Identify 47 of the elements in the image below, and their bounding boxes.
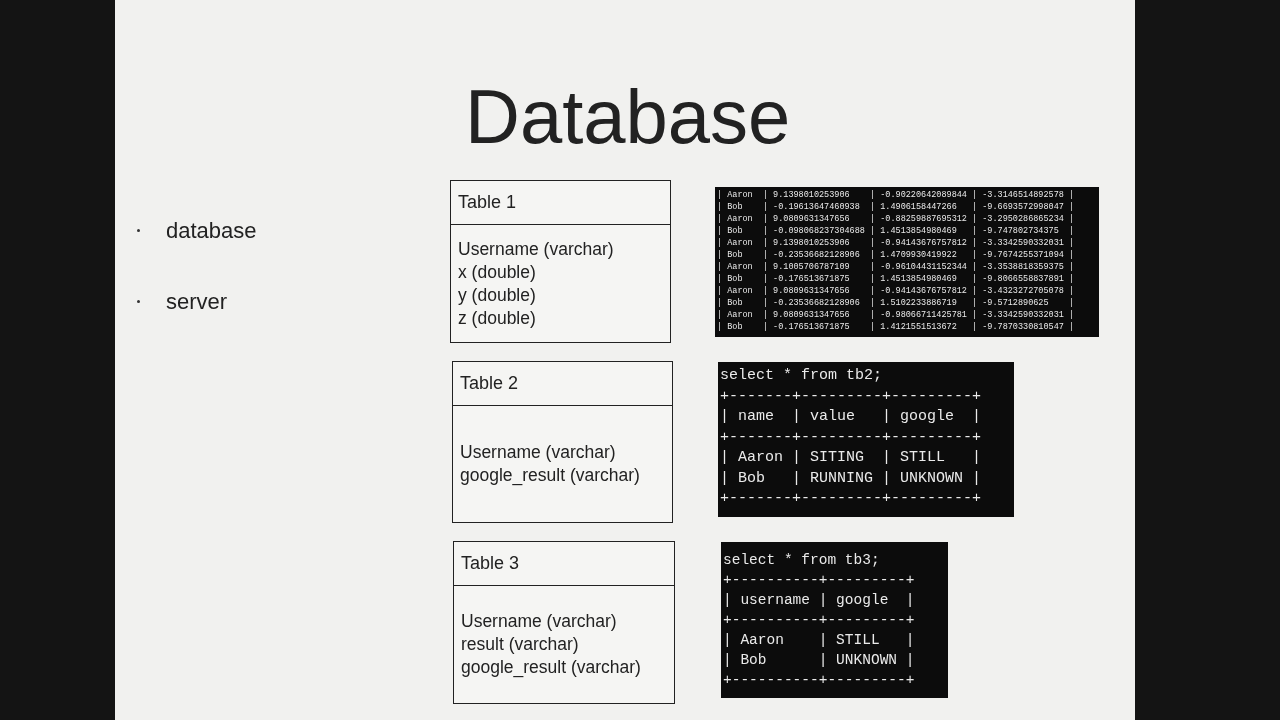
terminal-output: [718, 362, 1014, 517]
terminal-line: | Aaron | 9.0809631347656 | -0.98066711425781 | -3.3342590332031 |: [717, 309, 1075, 321]
terminal-output: [715, 187, 1099, 337]
terminal-line: | Bob | UNKNOWN |: [723, 651, 915, 670]
terminal-line: | Aaron | 9.0809631347656 | -0.88259887695312 | -3.2950286865234 |: [717, 213, 1075, 225]
terminal-line: | Bob | -0.23536682128906 | 1.4709930419922 | -9.7674255371094 |: [717, 249, 1075, 261]
terminal-line: | Aaron | 9.1005706787109 | -0.96104431152344 | -3.3538818359375 |: [717, 261, 1075, 273]
terminal-line: +-------+---------+---------+: [720, 489, 982, 509]
terminal-line: | Bob | RUNNING | UNKNOWN |: [720, 468, 982, 489]
column-definition: result (varchar): [461, 633, 580, 656]
table-box: [452, 361, 673, 523]
table-heading: Table 1: [458, 191, 517, 214]
column-definition: y (double): [458, 283, 537, 307]
terminal-line: | username | google |: [723, 591, 915, 610]
terminal-line: | Aaron | 9.1398010253906 | -0.90220642089844 | -3.3146514892578 |: [717, 189, 1075, 201]
terminal-line: | name | value | google |: [720, 407, 982, 427]
terminal-line: | Aaron | 9.0809631347656 | -0.94143676757812 | -3.4323272705078 |: [717, 285, 1075, 297]
terminal-line: +-------+---------+---------+: [720, 427, 982, 448]
terminal-line: select * from tb2;: [720, 366, 883, 386]
column-definition: Username (varchar): [460, 441, 617, 464]
terminal-line: | Aaron | STILL |: [723, 631, 915, 650]
terminal-line: | Bob | -0.098068237304688 | 1.4513854980469 | -9.747802734375 |: [717, 225, 1075, 237]
terminal-output: [721, 542, 948, 698]
terminal-line: | Aaron | 9.1398010253906 | -0.94143676757812 | -3.3342590332031 |: [717, 237, 1075, 249]
column-definition: x (double): [458, 260, 537, 284]
terminal-line: | Aaron | SITING | STILL |: [720, 448, 982, 468]
table-heading: Table 3: [461, 552, 520, 575]
terminal-line: | Bob | -0.23536682128906 | 1.5102233886719 | -9.5712890625 |: [717, 297, 1075, 309]
table-heading: Table 2: [460, 372, 519, 395]
terminal-line: +----------+---------+: [723, 671, 915, 690]
terminal-line: | Bob | -0.176513671875 | 1.4121551513672 | -9.7870330810547 |: [717, 321, 1075, 333]
terminal-line: +-------+---------+---------+: [720, 386, 982, 407]
terminal-line: | Bob | -0.19613647460938 | 1.4906158447266 | -9.6693572998047 |: [717, 201, 1075, 213]
terminal-line: | Bob | -0.176513671875 | 1.4513854980469 | -9.8066558837891 |: [717, 273, 1075, 285]
slide-title: Database: [465, 73, 791, 161]
column-definition: google_result (varchar): [460, 464, 641, 487]
terminal-line: +----------+---------+: [723, 611, 915, 630]
bullet-text: database: [166, 217, 257, 245]
column-definition: z (double): [458, 306, 537, 330]
column-definition: google_result (varchar): [461, 656, 642, 679]
table-box: [453, 541, 675, 704]
terminal-line: select * from tb3;: [723, 551, 880, 570]
terminal-line: +----------+---------+: [723, 571, 915, 590]
column-definition: Username (varchar): [458, 237, 615, 261]
bullet-text: server: [166, 288, 228, 316]
column-definition: Username (varchar): [461, 610, 618, 633]
table-box: [450, 180, 671, 343]
